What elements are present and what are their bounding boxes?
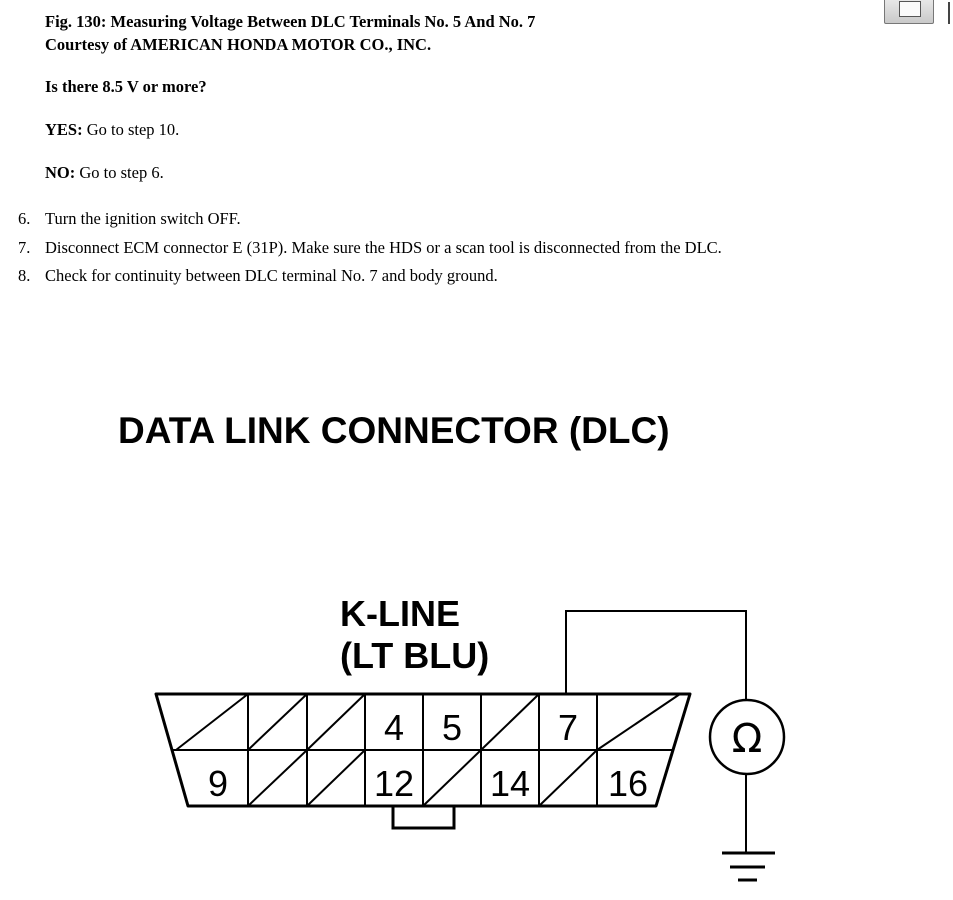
unused-terminal-hatches bbox=[175, 693, 681, 807]
step-item: 8. Check for continuity between DLC termi… bbox=[18, 262, 722, 291]
diagram-title: DATA LINK CONNECTOR (DLC) bbox=[118, 410, 670, 451]
step-number: 6. bbox=[18, 209, 31, 228]
step-text: Turn the ignition switch OFF. bbox=[45, 209, 241, 228]
figure-caption-credit: Courtesy of AMERICAN HONDA MOTOR CO., IN… bbox=[45, 35, 432, 54]
wire-label-kline: K-LINE bbox=[340, 593, 460, 634]
printer-icon bbox=[899, 1, 921, 17]
no-text: Go to step 6. bbox=[75, 163, 164, 182]
pin-label-9: 9 bbox=[208, 763, 228, 804]
yes-answer: YES: Go to step 10. bbox=[45, 120, 179, 140]
window-edge bbox=[948, 2, 950, 24]
yes-text: Go to step 10. bbox=[82, 120, 180, 139]
procedure-steps: 6. Turn the ignition switch OFF. 7. Discon… bbox=[18, 205, 722, 291]
step-item: 7. Disconnect ECM connector E (31P). Make… bbox=[18, 234, 722, 263]
probe-wire bbox=[565, 610, 747, 700]
step-text: Check for continuity between DLC termina… bbox=[45, 266, 498, 285]
figure-caption: Fig. 130: Measuring Voltage Between DLC … bbox=[45, 10, 535, 56]
pin-label-12: 12 bbox=[374, 763, 414, 804]
no-label: NO: bbox=[45, 163, 76, 182]
step-text: Disconnect ECM connector E (31P). Make s… bbox=[45, 237, 722, 257]
pin-label-7: 7 bbox=[558, 707, 578, 748]
pin-label-4: 4 bbox=[384, 707, 404, 748]
ground-icon bbox=[722, 851, 775, 882]
yes-label: YES: bbox=[45, 120, 83, 139]
pin-label-14: 14 bbox=[490, 763, 530, 804]
wire-label-color: (LT BLU) bbox=[340, 635, 489, 676]
pin-label-5: 5 bbox=[442, 707, 462, 748]
question-text: Is there 8.5 V or more? bbox=[45, 77, 207, 96]
no-answer: NO: Go to step 6. bbox=[45, 163, 164, 183]
figure-caption-title: Fig. 130: Measuring Voltage Between DLC … bbox=[45, 12, 536, 31]
step-number: 7. bbox=[18, 237, 31, 257]
connector-tab bbox=[391, 806, 456, 830]
connector-body bbox=[154, 692, 692, 808]
step-item: 6. Turn the ignition switch OFF. bbox=[18, 205, 722, 234]
print-button[interactable] bbox=[884, 0, 934, 24]
step-number: 8. bbox=[18, 266, 31, 285]
pin-label-16: 16 bbox=[608, 763, 648, 804]
ohm-symbol: Ω bbox=[732, 716, 763, 762]
